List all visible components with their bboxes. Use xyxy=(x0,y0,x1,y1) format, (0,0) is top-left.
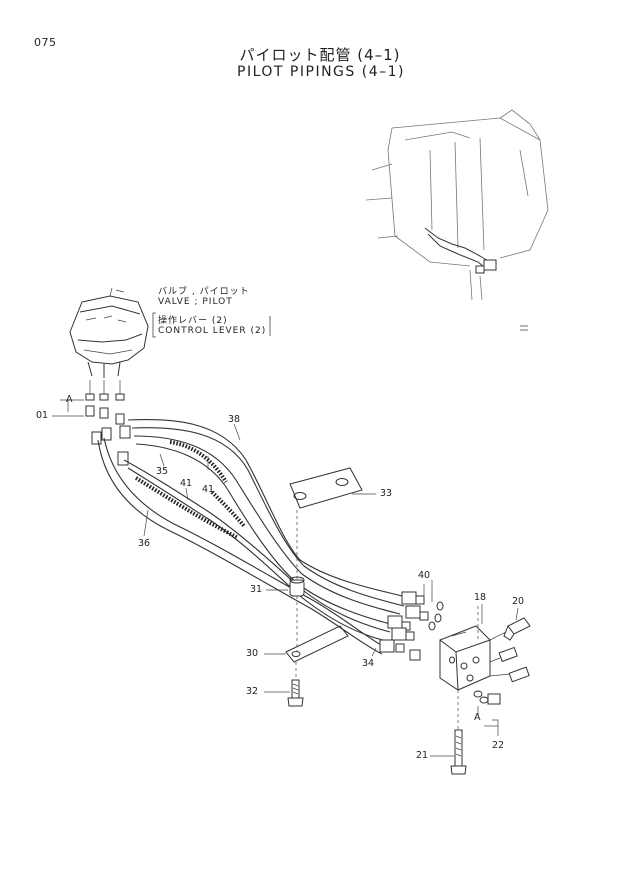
title-english: PILOT PIPINGS (4–1) xyxy=(237,64,405,80)
callout-41-right: 41 xyxy=(202,484,215,495)
note-line-2: VALVE ; PILOT xyxy=(158,297,233,307)
callout-20: 20 xyxy=(512,596,525,607)
callout-36: 36 xyxy=(138,538,151,549)
callout-22: 22 xyxy=(492,740,505,751)
callout-21: 21 xyxy=(416,750,429,761)
assembly-centerlines xyxy=(295,510,479,730)
callout-33: 33 xyxy=(380,488,393,499)
note-line-3: 操作レバー (2) xyxy=(158,316,228,326)
valve-port-fittings xyxy=(85,380,131,466)
callout-35: 35 xyxy=(156,466,169,477)
note-line-4: CONTROL LEVER (2) xyxy=(158,326,267,336)
callout-38: 38 xyxy=(228,414,241,425)
callout-32: 32 xyxy=(246,686,259,697)
page-number: 075 xyxy=(34,36,57,49)
hose-end-fittings xyxy=(379,591,444,661)
callout-a-bottom: A xyxy=(474,712,481,723)
callout-31: 31 xyxy=(250,584,263,595)
note-bracket xyxy=(152,312,271,338)
callout-a-top: A xyxy=(66,394,73,405)
plate-30 xyxy=(285,625,349,663)
fitting-20 xyxy=(489,617,531,641)
callout-30: 30 xyxy=(246,648,259,659)
manifold-block-18 xyxy=(439,625,491,691)
hose-bundle xyxy=(97,418,405,655)
title-japanese: パイロット配管 (4–1) xyxy=(239,46,401,64)
leader-lines xyxy=(52,399,519,757)
note-line-1: バルブ , パイロット xyxy=(158,287,250,297)
bolt-32 xyxy=(287,679,304,707)
bolt-21 xyxy=(450,729,467,775)
callout-18: 18 xyxy=(474,592,487,603)
callout-34: 34 xyxy=(362,658,375,669)
clamp-31 xyxy=(289,576,305,597)
callout-41-left: 41 xyxy=(180,478,193,489)
machine-inset-illustration xyxy=(365,109,549,331)
callout-40: 40 xyxy=(418,570,431,581)
pilot-valve xyxy=(69,287,149,378)
callout-01: 01 xyxy=(36,410,49,421)
bracket-33 xyxy=(289,467,363,509)
fittings-22 xyxy=(473,646,530,705)
